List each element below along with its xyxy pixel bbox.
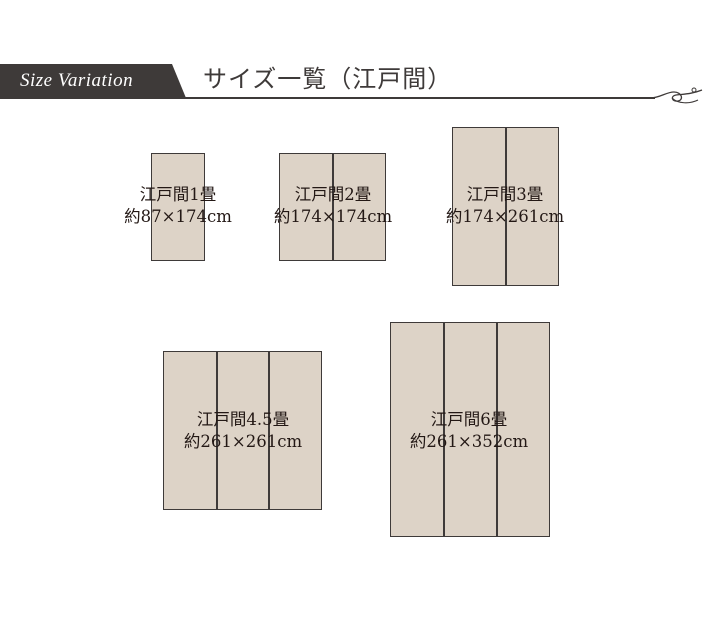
mat-name: 江戸間6畳 [430,410,508,429]
mat-name: 江戸間1畳 [139,185,217,204]
mat-3-jo [452,127,559,286]
mat-6-jo [390,322,550,537]
section-tag: Size Variation [0,64,186,98]
mat-1-jo-label: 江戸間1畳 約87×174cm [124,184,232,228]
mat-4-5-jo [163,351,322,510]
mat-2-jo-label: 江戸間2畳 約174×174cm [274,184,392,228]
tatami-seam [216,352,218,509]
tatami-seam [332,154,334,260]
mat-1-jo [151,153,205,261]
tatami-seam [443,323,445,536]
mat-2-jo [279,153,386,261]
page-title: サイズ一覧（江戸間） [203,65,453,93]
mat-name: 江戸間2畳 [294,185,372,204]
mat-3-jo-label: 江戸間3畳 約174×261cm [446,184,564,228]
tatami-seam [268,352,270,509]
flourish-ornament-icon [649,87,703,104]
mat-6-jo-label: 江戸間6畳 約261×352cm [410,409,528,453]
mat-name: 江戸間4.5畳 [196,410,290,429]
mat-size: 約87×174cm [124,207,232,226]
mat-size: 約174×261cm [445,207,565,226]
mat-size: 約174×174cm [273,207,393,226]
mat-4-5-jo-label: 江戸間4.5畳 約261×261cm [184,409,302,453]
tatami-seam [505,128,507,285]
header-divider [0,97,655,99]
mat-size: 約261×261cm [183,432,303,451]
mat-size: 約261×352cm [409,432,529,451]
mat-name: 江戸間3畳 [466,185,544,204]
tatami-seam [496,323,498,536]
